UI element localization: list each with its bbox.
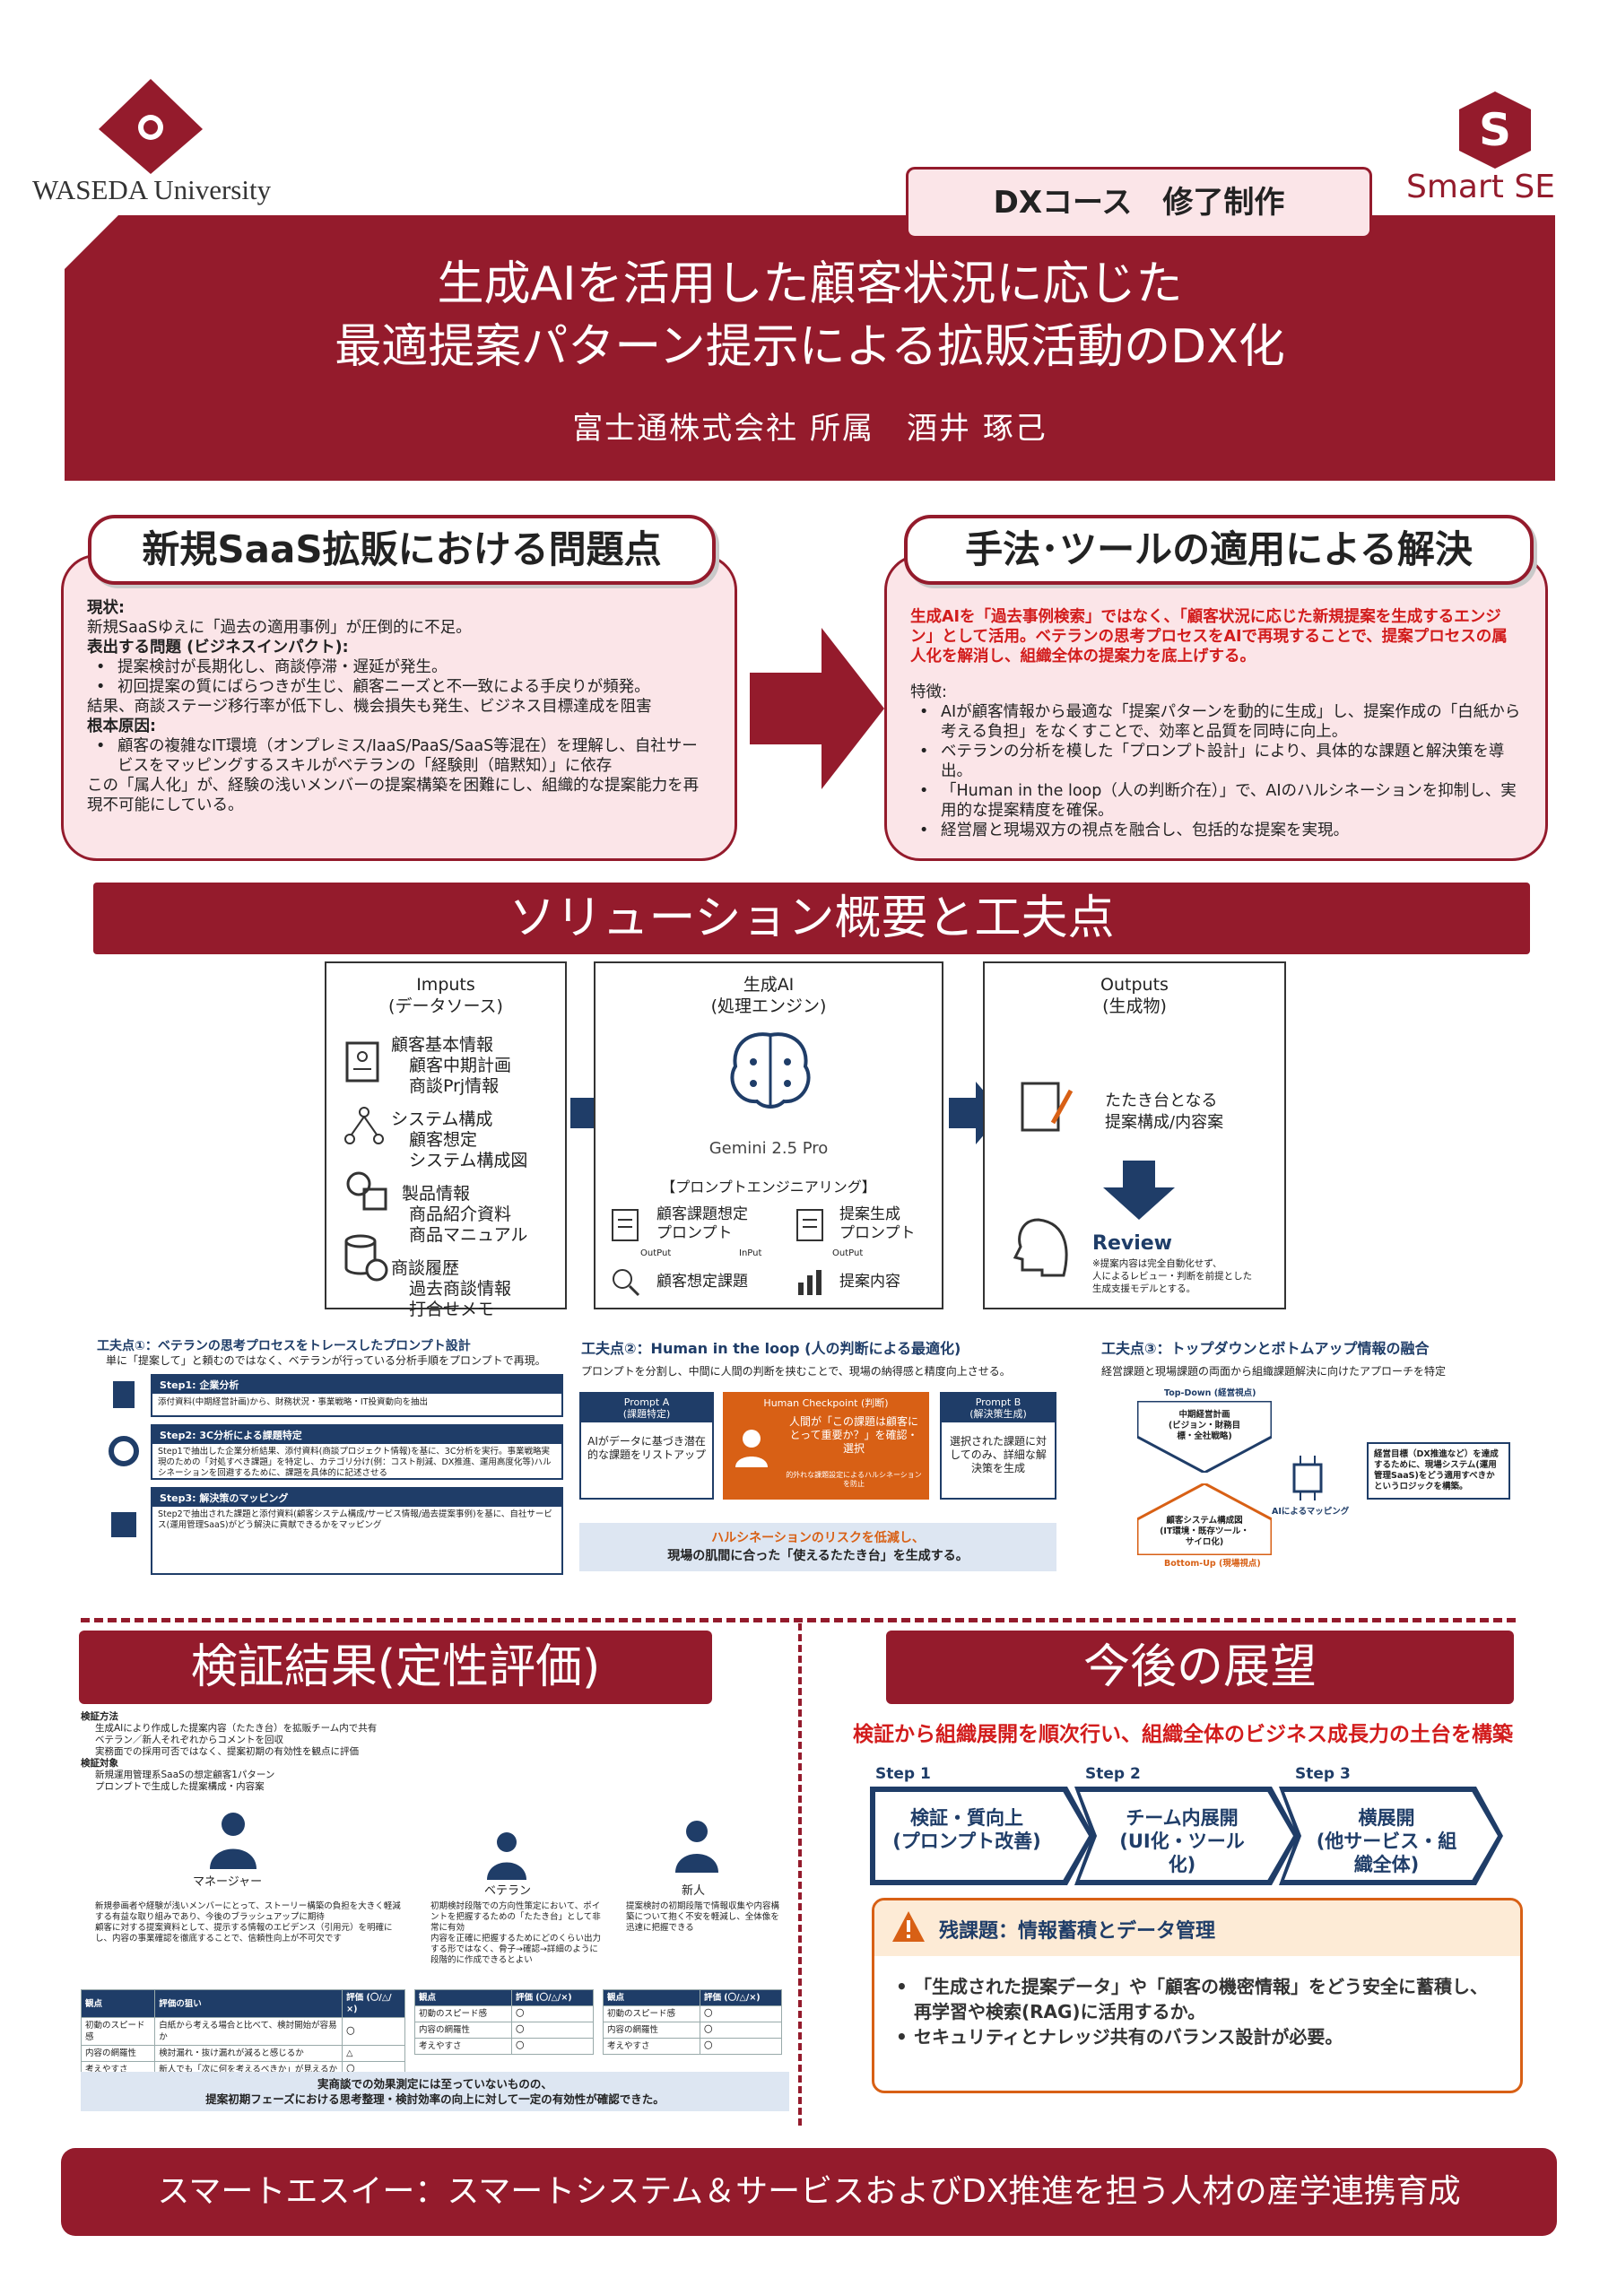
step1-chevron: 検証・質向上 (プロンプト改善) (870, 1787, 1094, 1885)
eval-table-newcomer: 観点評価 (〇/△/×) 初動のスピード感〇 内容の網羅性〇 考えやすさ〇 (603, 1989, 783, 2055)
problem-heading: 新規SaaS拡販における問題点 (88, 515, 716, 585)
document-icon (345, 1041, 379, 1083)
chart-icon (798, 1270, 822, 1295)
point2: 工夫点②：Human in the loop (人の判断による最適化) プロンプ… (554, 1336, 1056, 1578)
person-check-icon (735, 1430, 768, 1467)
point1: 工夫点①：ベテランの思考プロセスをトレースしたプロンプト設計 単に「提案して」と… (97, 1336, 563, 1578)
course-tag: DXコース 修了制作 (906, 167, 1372, 239)
author: 富士通株式会社 所属 酒井 琢己 (572, 411, 1048, 447)
footer-banner: スマートエスイー：スマートシステム＆サービスおよびDX推進を担う人材の産学連携育… (61, 2148, 1557, 2236)
notebook-pen-icon (1021, 1082, 1074, 1132)
brain-head-icon (1013, 1218, 1068, 1277)
problem-box: 現状: 新規SaaSゆえに「過去の適用事例」が圧倒的に不足。 表出する問題 (ビ… (61, 554, 737, 861)
gear-book-icon (346, 1171, 387, 1211)
solution-heading: 手法･ツールの適用による解決 (904, 515, 1534, 585)
eval-table-veteran: 観点評価 (〇/△/×) 初動のスピード感〇 内容の網羅性〇 考えやすさ〇 (414, 1989, 595, 2055)
smartse-logo: S Smart SE (1399, 90, 1587, 206)
point3: 工夫点③：トップダウンとボトムアップ情報の融合 経営課題と現場課題の両面から組織… (1101, 1336, 1550, 1596)
divider (798, 1623, 802, 2126)
puzzle-icon (111, 1512, 136, 1537)
outlook-steps: Step 1 Step 2 Step 3 検証・質向上 (プロンプト改善) チー… (870, 1758, 1503, 1885)
veteran-icon (487, 1832, 526, 1880)
solution-box: 生成AIを「過去事例検索」ではなく、「顧客状況に応じた新規提案を生成するエンジン… (884, 554, 1548, 861)
step2-chevron: チーム内展開 (UI化・ツール化) (1074, 1787, 1299, 1885)
verification-body: 検証方法 生成AIにより作成した提案内容（たたき台）を拡販チーム内で共有 ベテラ… (80, 1711, 789, 2124)
smartse-emblem-icon: S (1459, 91, 1531, 169)
newcomer-icon (675, 1821, 718, 1873)
verification-summary: 実商談での効果測定には至っていないものの、 提案初期フェーズにおける思考整理・検… (81, 2072, 789, 2111)
prompt-doc-icon (612, 1209, 639, 1241)
overview-heading: ソリューション概要と工夫点 (93, 883, 1530, 954)
ai-chip-icon (1292, 1456, 1323, 1500)
database-clock-icon (344, 1234, 388, 1282)
outlook-lead: 検証から組織展開を順次行い、組織全体のビジネス成長力の土台を構築 (853, 1723, 1513, 1746)
network-icon (344, 1107, 384, 1144)
prompt-doc-icon (796, 1209, 823, 1241)
smartse-name: Smart SE (1406, 169, 1555, 205)
bottom-up-arrow-icon (1137, 1483, 1272, 1555)
outlook-heading: 今後の展望 (886, 1631, 1514, 1704)
waseda-logo: WASEDA University (32, 77, 274, 212)
right-arrow-icon (750, 628, 884, 789)
warning-icon (892, 1911, 925, 1942)
step3-chevron: 横展開 (他サービス・組織全体) (1279, 1787, 1503, 1885)
inputs-column: Imputs (データソース) 顧客基本情報 顧客中期計画 商談Prj情報 シス… (325, 961, 567, 1319)
building-icon (113, 1381, 135, 1408)
university-name: WASEDA University (32, 174, 272, 205)
top-down-arrow-icon (1137, 1401, 1272, 1473)
gear-icon (109, 1436, 139, 1466)
waseda-emblem-icon (99, 79, 203, 174)
title-banner: 生成AIを活用した顧客状況に応じた 最適提案パターン提示による拡販活動のDX化 … (65, 215, 1555, 481)
issue-box: 残課題：情報蓄積とデータ管理 •「生成された提案データ」や「顧客の機密情報」をど… (872, 1898, 1523, 2093)
verification-heading: 検証結果(定性評価) (79, 1631, 712, 1704)
poster-title: 生成AIを活用した顧客状況に応じた 最適提案パターン提示による拡販活動のDX化 (335, 257, 1285, 374)
down-arrow-icon (1103, 1161, 1175, 1220)
outputs-column: Outputs (生成物) たたき台となる 提案構成/内容案 Review ※提… (983, 961, 1286, 1309)
ai-column: 生成AI (処理エンジン) Gemini 2.5 Pro 【プロンプトエンジニア… (594, 961, 943, 1309)
svg-text:S: S (1479, 104, 1511, 156)
analysis-icon (613, 1269, 640, 1297)
brain-circuit-icon (730, 1032, 811, 1109)
divider (81, 1618, 1516, 1622)
eval-table-manager: 観点評価の狙い評価 (〇/△/×) 初動のスピード感白紙から考える場合と比べて、… (80, 1989, 405, 2078)
manager-icon (210, 1813, 256, 1869)
